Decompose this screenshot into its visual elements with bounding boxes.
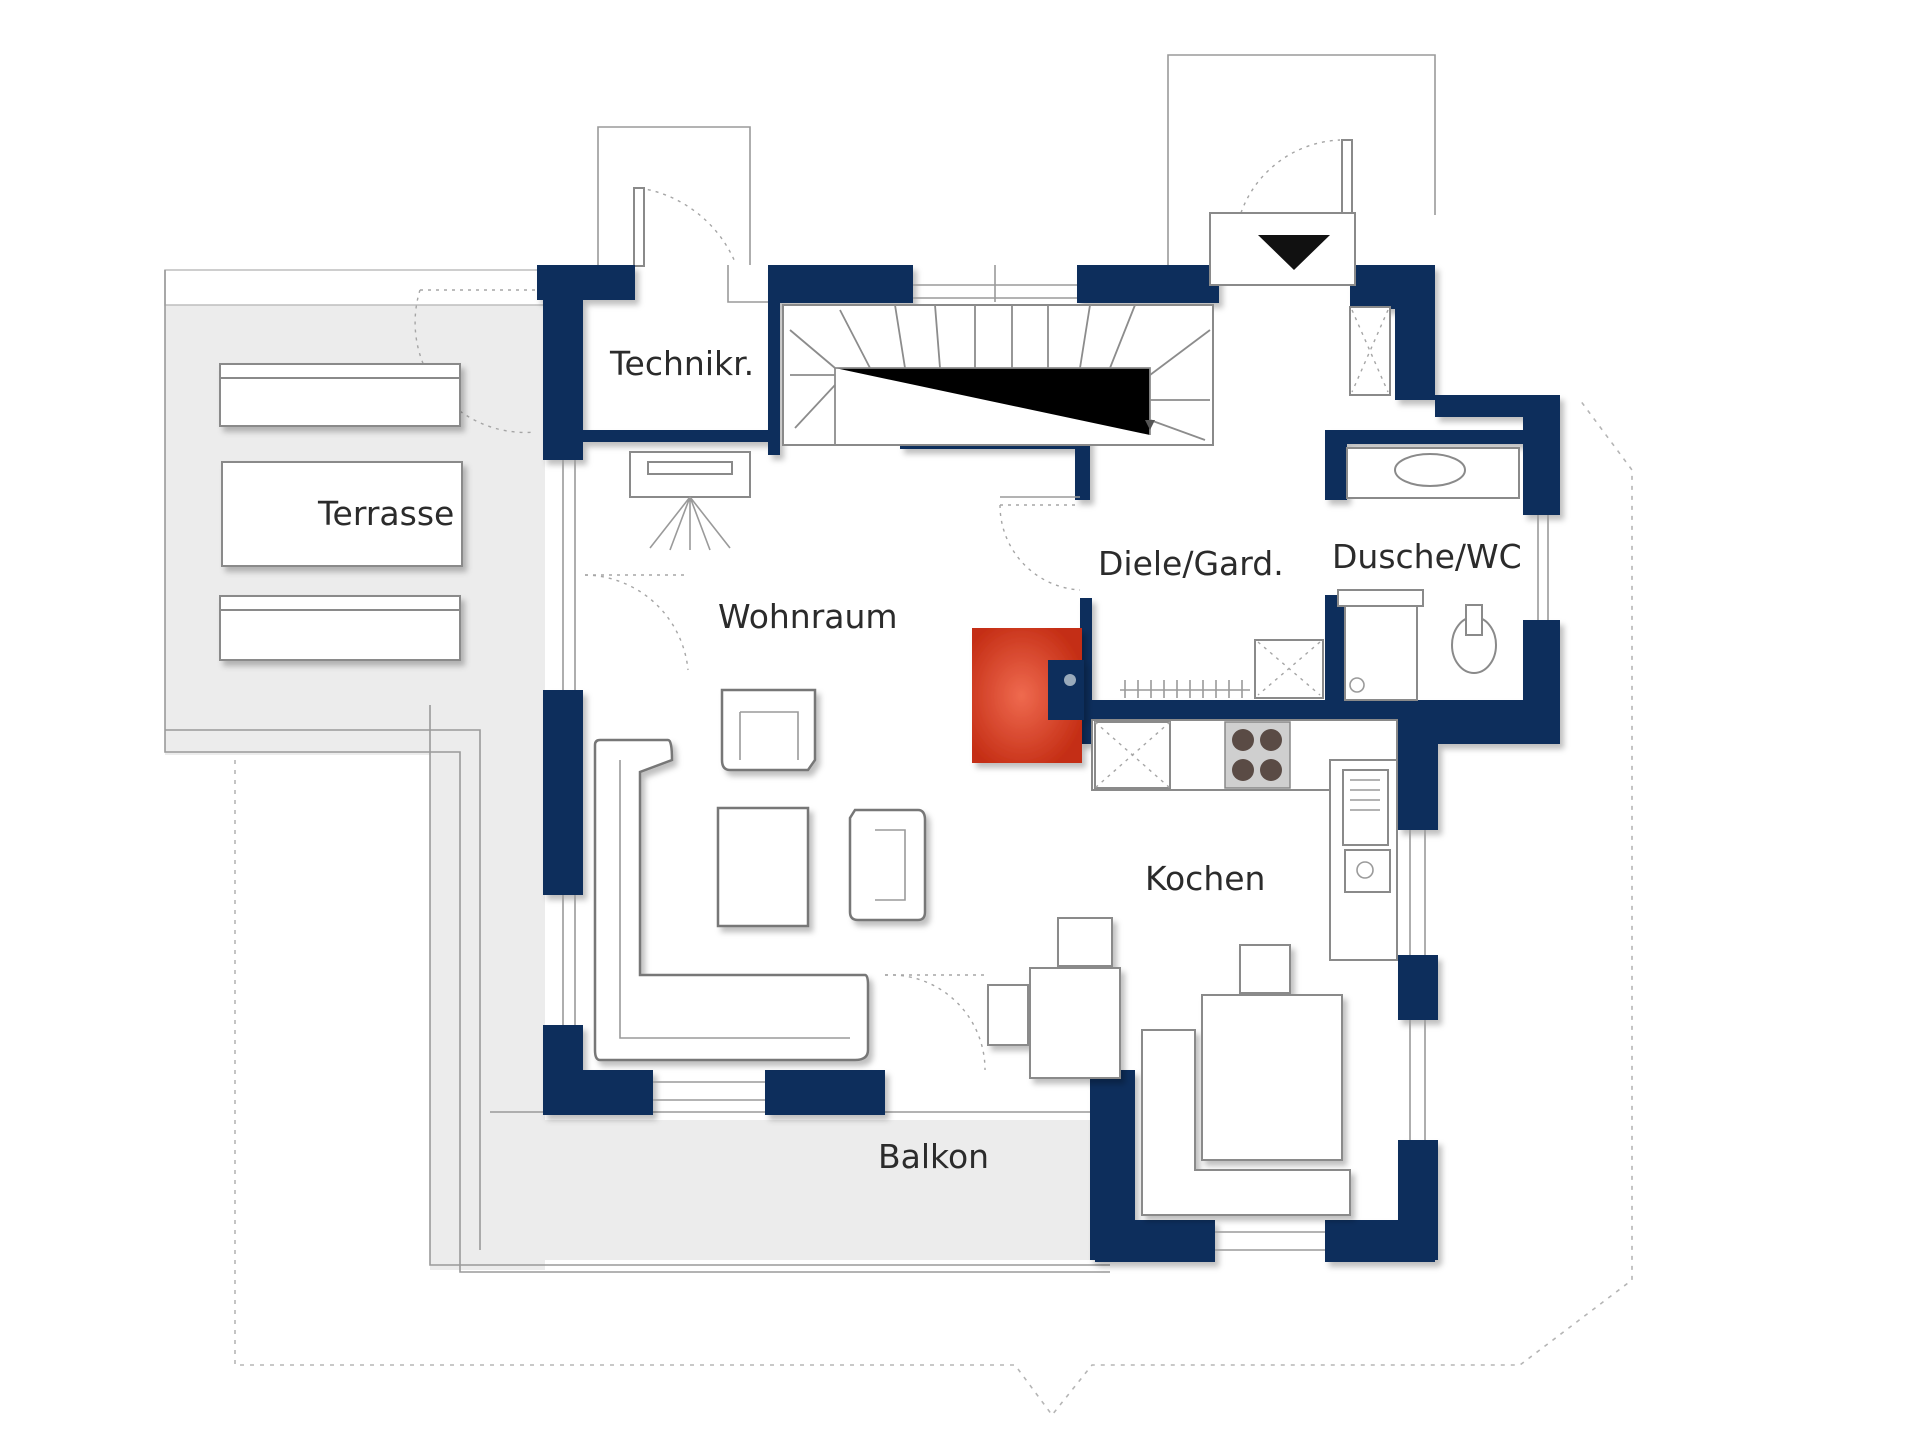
plot-outline	[234, 399, 1633, 1417]
room-label-dusche: Dusche/WC	[1332, 537, 1522, 576]
balcony-area	[490, 1111, 1100, 1260]
ceiling-fixture	[629, 451, 751, 551]
fireplace	[972, 628, 1084, 763]
bathroom-fixtures	[1337, 306, 1520, 701]
staircase	[782, 304, 1214, 446]
entrance-arrow-icon	[1258, 235, 1330, 270]
corner-sofa	[593, 738, 870, 1062]
room-label-terrasse: Terrasse	[317, 494, 454, 533]
entrance-marker	[1209, 212, 1356, 286]
room-label-diele: Diele/Gard.	[1098, 544, 1284, 583]
kitchen-counter	[1091, 639, 1398, 961]
living-room-furniture	[593, 688, 927, 1062]
armchair-right	[848, 808, 927, 922]
room-label-technikraum: Technikr.	[609, 344, 754, 383]
room-label-wohnraum: Wohnraum	[718, 597, 898, 636]
dining-furniture	[987, 917, 1351, 1216]
wardrobe-rail	[1120, 680, 1250, 698]
armchair-top	[720, 688, 817, 772]
cooktop-icon	[1224, 721, 1291, 789]
interior-doors	[584, 496, 1081, 1071]
room-label-kochen: Kochen	[1145, 859, 1265, 898]
sink-icon	[1342, 769, 1391, 893]
terrace-loungers	[219, 363, 463, 661]
coffee-table	[716, 806, 810, 928]
room-label-balkon: Balkon	[878, 1137, 989, 1176]
windows	[562, 284, 1549, 1251]
walls	[537, 265, 1560, 1262]
